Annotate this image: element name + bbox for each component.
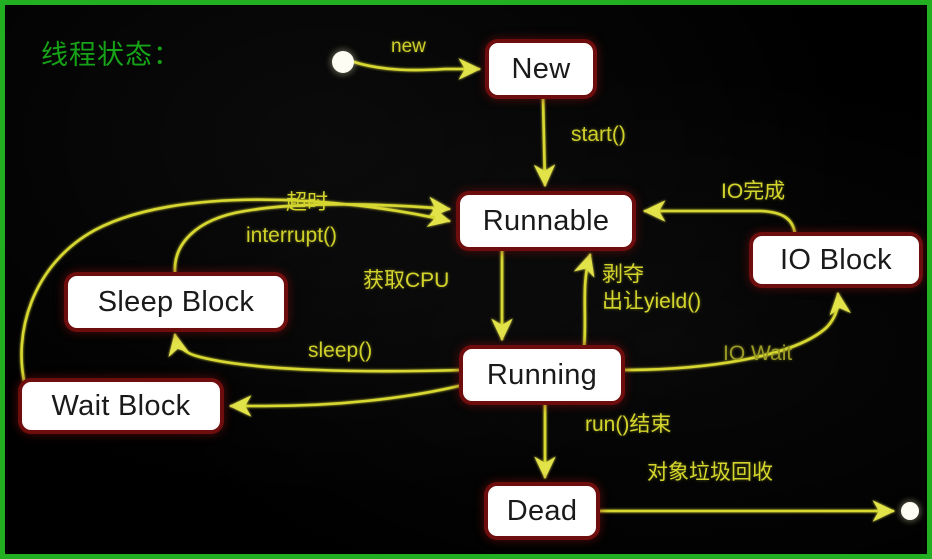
edge-label-run-finish: run()结束 (585, 413, 672, 436)
edge-label-gc: 对象垃圾回收 (647, 461, 773, 484)
transition-arrows-layer (20, 58, 895, 522)
edge-label-timeout: 超时 (286, 191, 328, 214)
edge-running-to-io (621, 292, 851, 372)
edge-io-to-runnable (643, 200, 797, 236)
edge-start-to-new (352, 58, 481, 80)
page-title: 线程状态： (41, 40, 181, 70)
state-label: Dead (506, 494, 578, 527)
edge-label-sleep: sleep() (308, 339, 373, 362)
state-label: Runnable (482, 204, 610, 237)
edge-running-to-sleep (168, 333, 465, 373)
edge-new-to-runnable (533, 95, 556, 187)
state-new[interactable]: New (489, 43, 593, 95)
edge-label-preempt: 剥夺 (602, 263, 644, 286)
state-label: Running (486, 358, 598, 391)
start-node (332, 51, 354, 73)
edge-label-io-wait: IO Wait (723, 342, 793, 365)
edge-label-io-complete: IO完成 (721, 180, 786, 203)
state-sleep-block[interactable]: Sleep Block (68, 276, 284, 328)
state-label: Wait Block (51, 389, 191, 422)
state-runnable[interactable]: Runnable (460, 195, 632, 247)
end-node (901, 502, 919, 520)
edge-label-interrupt: interrupt() (246, 224, 338, 247)
edge-label-start: start() (571, 123, 626, 146)
state-label: Sleep Block (97, 285, 255, 318)
edge-label-acquire-cpu: 获取CPU (363, 269, 450, 292)
state-wait-block[interactable]: Wait Block (22, 382, 220, 430)
state-dead[interactable]: Dead (488, 486, 596, 536)
state-io-block[interactable]: IO Block (753, 236, 919, 284)
edge-label-yield: 出让yield() (602, 290, 702, 313)
edge-running-to-runnable (573, 253, 595, 351)
state-running[interactable]: Running (463, 349, 621, 401)
edge-wait-to-runnable (20, 198, 451, 387)
edge-label-new: new (391, 36, 426, 57)
state-label: IO Block (780, 243, 892, 276)
state-label: New (511, 52, 571, 85)
edge-running-to-wait (229, 383, 465, 417)
edge-sleep-to-runnable (173, 196, 451, 275)
